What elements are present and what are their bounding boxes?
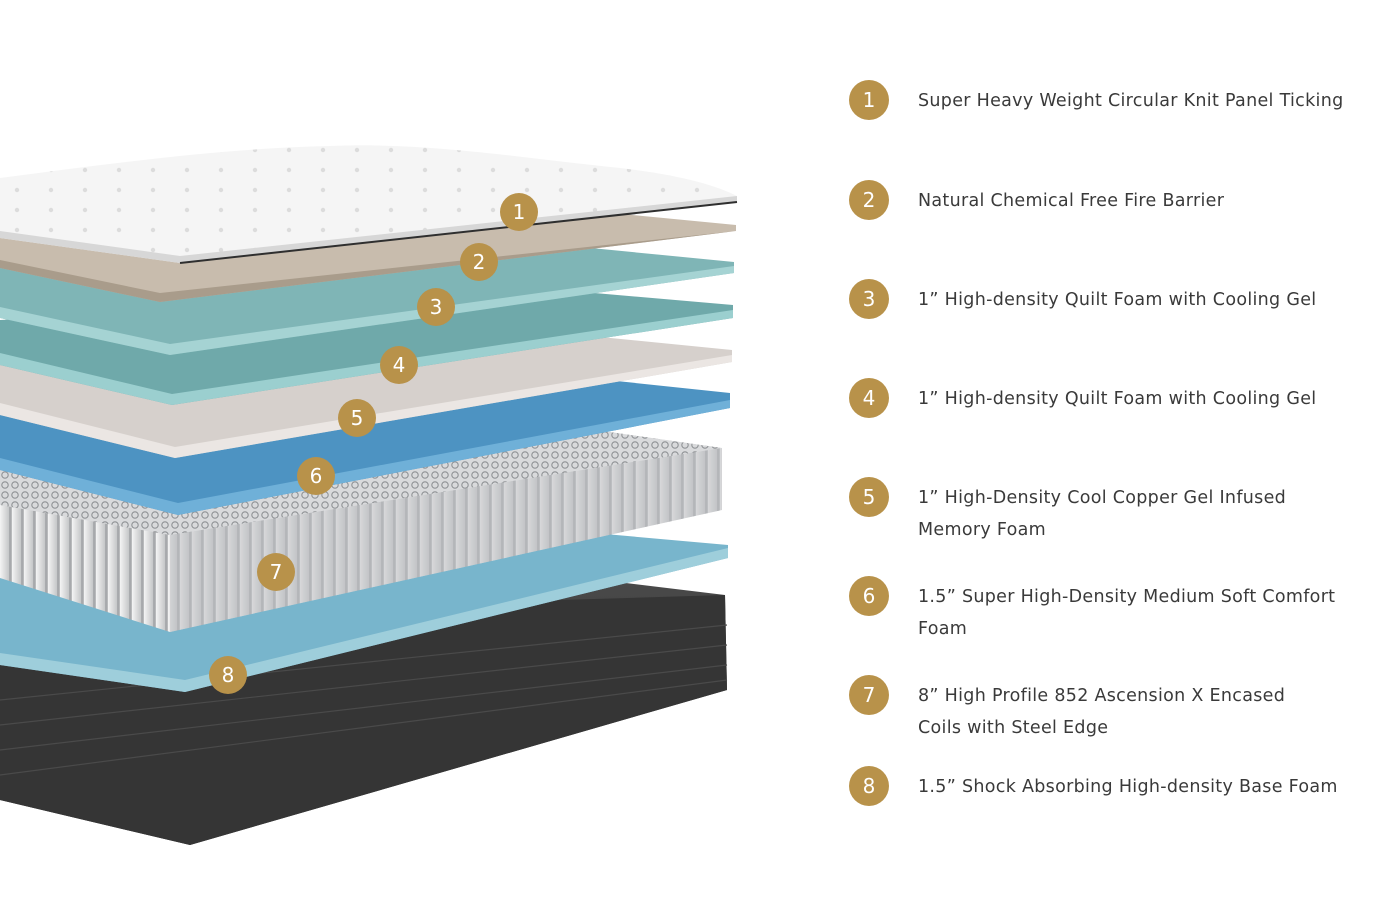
legend-label-2: Natural Chemical Free Fire Barrier xyxy=(918,191,1225,211)
illustration-badge-7 xyxy=(257,553,295,591)
legend-label-8: 1.5” Shock Absorbing High-density Base F… xyxy=(918,777,1338,797)
illustration-badge-number-4: 4 xyxy=(393,353,406,377)
illustration-badge-1 xyxy=(500,193,538,231)
illustration-badge-5 xyxy=(338,399,376,437)
legend-badge-3: 3 xyxy=(849,279,889,319)
illustration-badge-8 xyxy=(209,656,247,694)
illustration-badge-number-3: 3 xyxy=(430,295,443,319)
layer-1-ticking xyxy=(0,145,738,264)
legend-badge-2: 2 xyxy=(849,180,889,220)
illustration-badge-6 xyxy=(297,457,335,495)
illustration-badge-number-1: 1 xyxy=(513,200,526,224)
legend-badge-8: 8 xyxy=(849,766,889,806)
illustration-badge-number-2: 2 xyxy=(473,250,486,274)
legend-label-1: Super Heavy Weight Circular Knit Panel T… xyxy=(918,91,1344,111)
mattress-layers-illustration: 1 2 3 4 5 6 7 8 xyxy=(0,145,738,845)
legend-badge-1: 1 xyxy=(849,80,889,120)
legend-label-4: 1” High-density Quilt Foam with Cooling … xyxy=(918,389,1317,409)
legend-label-6: 1.5” Super High-Density Medium Soft Comf… xyxy=(918,587,1336,639)
legend-badge-5: 5 xyxy=(849,477,889,517)
illustration-badge-number-6: 6 xyxy=(310,464,323,488)
illustration-badge-2 xyxy=(460,243,498,281)
legend-label-7: 8” High Profile 852 Ascension X Encased … xyxy=(918,686,1286,738)
illustration-badges: 1 2 3 4 5 6 7 8 xyxy=(209,193,538,694)
legend-badge-7: 7 xyxy=(849,675,889,715)
illustration-badge-number-8: 8 xyxy=(222,663,235,687)
illustration-badge-number-7: 7 xyxy=(270,560,283,584)
legend-badge-4: 4 xyxy=(849,378,889,418)
illustration-badge-4 xyxy=(380,346,418,384)
illustration-badge-3 xyxy=(417,288,455,326)
legend-label-5: 1” High-Density Cool Copper Gel Infused … xyxy=(918,488,1287,540)
legend-label-3: 1” High-density Quilt Foam with Cooling … xyxy=(918,290,1317,310)
legend-badge-6: 6 xyxy=(849,576,889,616)
illustration-badge-number-5: 5 xyxy=(351,406,364,430)
